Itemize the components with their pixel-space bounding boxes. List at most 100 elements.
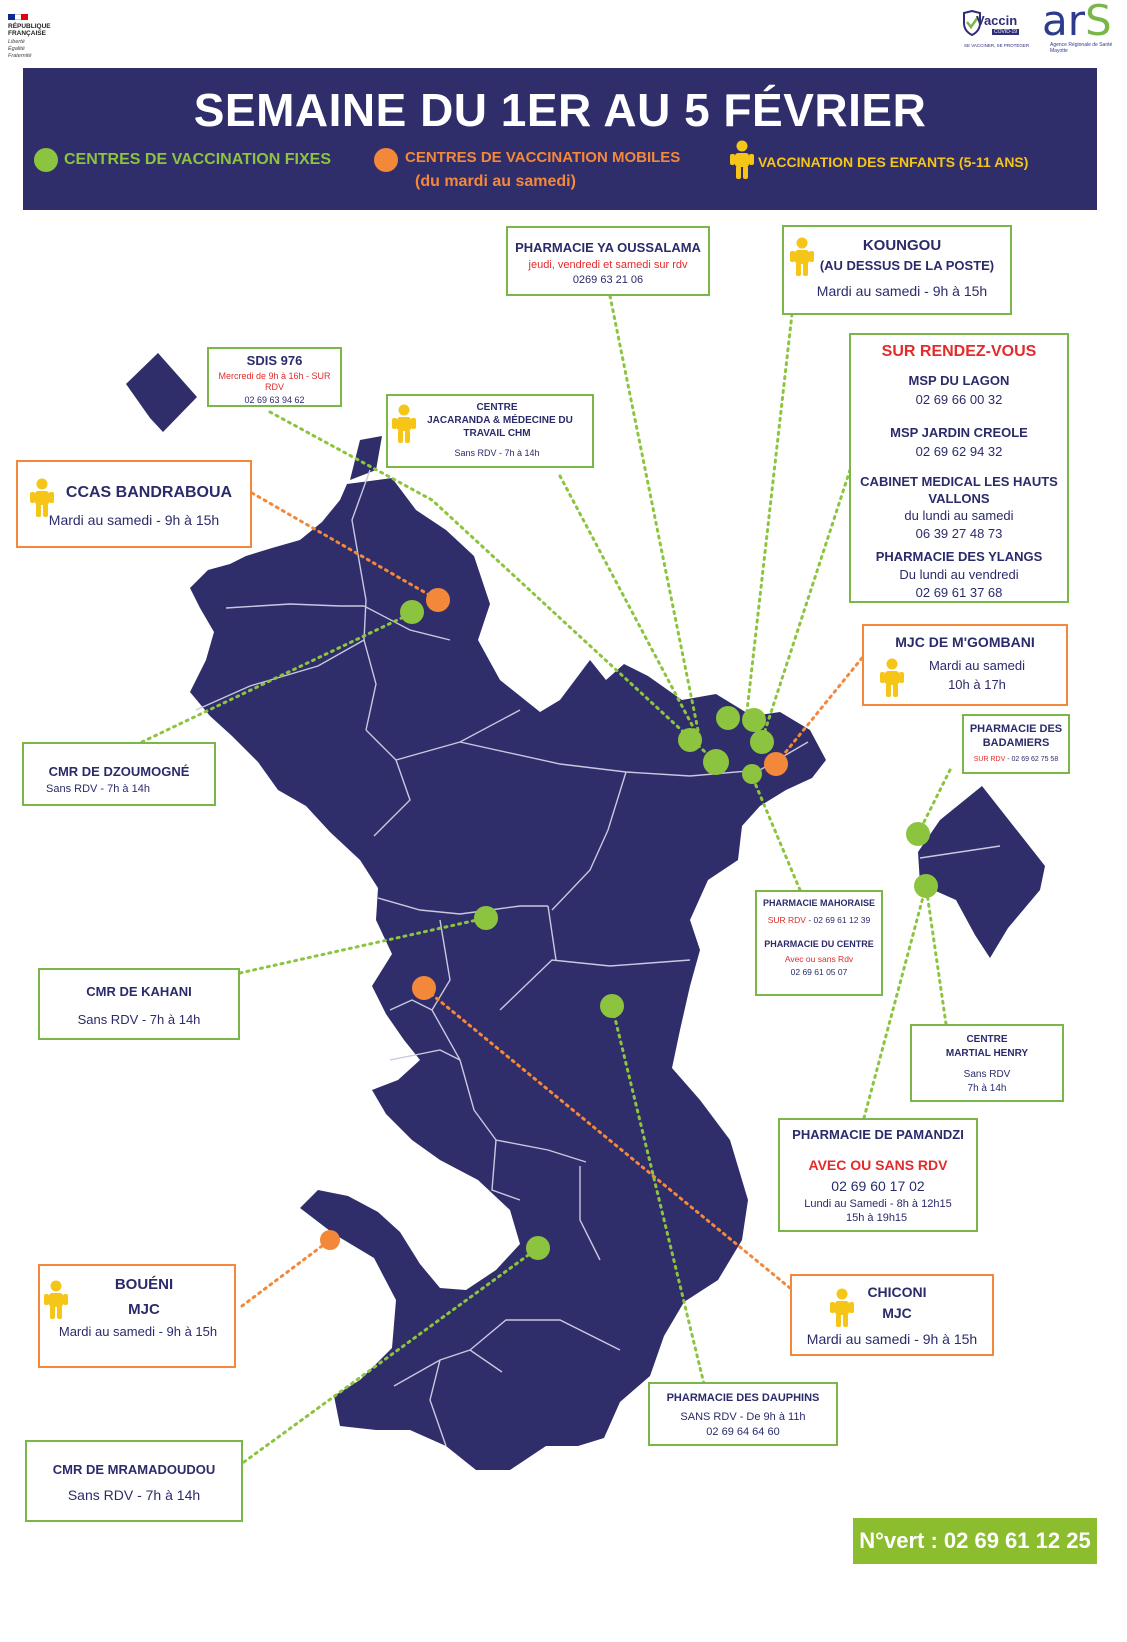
box-sdis-976: SDIS 976 Mercredi de 9h à 16h - SUR RDV … (207, 347, 342, 407)
box-cmr-mramadoudou: CMR DE MRAMADOUDOU Sans RDV - 7h à 14h (25, 1440, 243, 1522)
ya-oussalama-note: jeudi, vendredi et samedi sur rdv (528, 259, 688, 271)
box-centre-martial-henry: CENTRE MARTIAL HENRY Sans RDV 7h à 14h (910, 1024, 1064, 1102)
shield-check-icon (963, 10, 981, 36)
jacaranda-line-2: JACARANDA & MÉDECINE DU (427, 415, 573, 426)
boueni-hours: Mardi au samedi - 9h à 15h (58, 1324, 218, 1339)
rdv-hauts-vallons-name: CABINET MEDICAL LES HAUTS VALLONS (860, 474, 1058, 506)
dzoumogne-dot (400, 600, 424, 624)
mahoraise-dot (742, 764, 762, 784)
ccas-name: CCAS BANDRABOUA (65, 484, 233, 501)
ars-word-s: S (1085, 0, 1112, 45)
mtsamboro-islet (126, 353, 197, 432)
box-pharmacie-mahoraise: PHARMACIE MAHORAISE SUR RDV - 02 69 61 1… (755, 890, 883, 996)
box-pharmacie-badamiers: PHARMACIE DES BADAMIERS SUR RDV - 02 69 … (962, 714, 1070, 774)
north-islet (350, 436, 382, 480)
child-icon (730, 140, 754, 179)
child-icon (880, 658, 904, 697)
vaccin-covid-logo: Vaccin COVID-19 SE VACCINER, SE PROTÉGER (962, 8, 1030, 52)
legend-mobile: CENTRES DE VACCINATION MOBILES (405, 149, 681, 166)
ya-oussalama-name: PHARMACIE YA OUSSALAMA (515, 240, 701, 255)
child-icon (30, 478, 54, 517)
republique-line-1: RÉPUBLIQUE (8, 23, 51, 30)
mahoraise-phone: - 02 69 61 12 39 (805, 915, 871, 925)
commune-boundaries (195, 469, 1001, 1447)
box-pharmacie-dauphins: PHARMACIE DES DAUPHINS SANS RDV - De 9h … (648, 1382, 838, 1446)
mramadoudou-hours: Sans RDV - 7h à 14h (67, 1487, 201, 1503)
mahoraise-name: PHARMACIE MAHORAISE (762, 898, 875, 908)
dzoumogne-name: CMR DE DZOUMOGNÉ (48, 764, 190, 779)
koungou-hours: Mardi au samedi - 9h à 15h (816, 283, 988, 299)
chiconi-mjc-label: MJC (882, 1305, 912, 1321)
martial-line-2: MARTIAL HENRY (945, 1048, 1029, 1059)
numero-vert-banner: N°vert : 02 69 61 12 25 (853, 1518, 1097, 1564)
sdis-name: SDIS 976 (246, 353, 303, 368)
ya-oussalama-phone: 0269 63 21 06 (572, 274, 644, 286)
dzoumogne-hours: Sans RDV - 7h à 14h (46, 783, 150, 795)
rdv-hauts-vallons-note: du lundi au samedi (904, 508, 1014, 523)
boueni-name: BOUÉNI (114, 1276, 174, 1293)
devise-egalite: Égalité (8, 46, 25, 52)
box-jacaranda: CENTRE JACARANDA & MÉDECINE DU TRAVAIL C… (386, 394, 594, 468)
ars-tagline-2: Mayotte (1050, 48, 1068, 54)
pamandzi-name: PHARMACIE DE PAMANDZI (792, 1127, 964, 1142)
pamandzi-note: AVEC OU SANS RDV (808, 1157, 948, 1173)
mgombani-dot (764, 752, 788, 776)
legend-children: VACCINATION DES ENFANTS (5-11 ANS) (758, 154, 1029, 170)
orange-dot-icon (374, 148, 398, 172)
chiconi-name: CHICONI (867, 1284, 927, 1300)
box-boueni-mjc: BOUÉNI MJC Mardi au samedi - 9h à 15h (38, 1264, 236, 1368)
ars-logo: arS Agence Régionale de Santé Mayotte (1042, 0, 1122, 58)
kahani-name: CMR DE KAHANI (86, 984, 192, 999)
sdis-phone: 02 69 63 94 62 (244, 395, 305, 405)
mramadoudou-name: CMR DE MRAMADOUDOU (52, 1462, 216, 1477)
sdis-note: Mercredi de 9h à 16h - SUR RDV (218, 371, 331, 392)
republique-line-2: FRANÇAISE (8, 30, 46, 37)
boueni-dot (320, 1230, 340, 1250)
mgombani-name: MJC DE M'GOMBANI (895, 634, 1035, 650)
ars-tagline-1: Agence Régionale de Santé (1050, 42, 1113, 48)
location-dots (320, 588, 938, 1260)
pamandzi-phone: 02 69 60 17 02 (831, 1178, 925, 1194)
mahoraise-note: SUR RDV (767, 915, 806, 925)
title-banner: SEMAINE DU 1ER AU 5 FÉVRIER CENTRES DE V… (23, 68, 1097, 210)
rdv-ylangs-phone: 02 69 61 37 68 (915, 585, 1003, 600)
jacaranda-line-3: TRAVAIL CHM (463, 428, 531, 439)
child-icon (830, 1288, 854, 1327)
badamiers-dot (906, 822, 930, 846)
vaccin-tagline: SE VACCINER, SE PROTÉGER (964, 43, 1030, 48)
devise-fraternite: Fraternité (8, 53, 32, 59)
centre-phone: 02 69 61 05 07 (790, 967, 848, 977)
rdv-ylangs-name: PHARMACIE DES YLANGS (875, 549, 1043, 564)
green-dot-icon (34, 148, 58, 172)
box-ccas-bandraboua: CCAS BANDRABOUA Mardi au samedi - 9h à 1… (16, 460, 252, 548)
ars-word-a: ar (1042, 0, 1086, 45)
devise-liberte: Liberté (8, 39, 25, 45)
koungou-dot (716, 706, 740, 730)
rdv-jardin-creole-name: MSP JARDIN CREOLE (890, 425, 1028, 440)
child-icon (392, 404, 416, 443)
french-flag-icon (8, 14, 29, 20)
dauphins-dot (600, 994, 624, 1018)
martial-line-3: Sans RDV (963, 1069, 1011, 1080)
dauphins-phone: 02 69 64 64 60 (706, 1426, 780, 1438)
mgombani-days: Mardi au samedi (928, 658, 1026, 673)
pamandzi-hours-1: Lundi au Samedi - 8h à 12h15 (804, 1198, 952, 1210)
rdv-msp-lagon-phone: 02 69 66 00 32 (915, 392, 1003, 407)
mamoudzou-dot (750, 730, 774, 754)
boueni-mjc-label: MJC (128, 1301, 160, 1318)
legend-fixed: CENTRES DE VACCINATION FIXES (64, 151, 331, 168)
jacaranda-line-1: CENTRE (476, 402, 518, 413)
chiconi-hours: Mardi au samedi - 9h à 15h (806, 1331, 978, 1347)
child-icon (790, 237, 814, 276)
martial-line-4: 7h à 14h (967, 1083, 1007, 1094)
pamandzi-dot (914, 874, 938, 898)
covid-badge: COVID-19 (992, 29, 1020, 35)
badamiers-line-1: PHARMACIE DES (969, 723, 1063, 735)
petite-terre (918, 786, 1045, 958)
box-cmr-dzoumogne: CMR DE DZOUMOGNÉ Sans RDV - 7h à 14h (22, 742, 216, 806)
mramadoudou-dot (526, 1236, 550, 1260)
box-cmr-kahani: CMR DE KAHANI Sans RDV - 7h à 14h (38, 968, 240, 1040)
box-sur-rendez-vous: SUR RENDEZ-VOUS MSP DU LAGON 02 69 66 00… (849, 333, 1069, 603)
rdv-header: SUR RENDEZ-VOUS (881, 343, 1037, 360)
centre-name: PHARMACIE DU CENTRE (764, 939, 874, 949)
